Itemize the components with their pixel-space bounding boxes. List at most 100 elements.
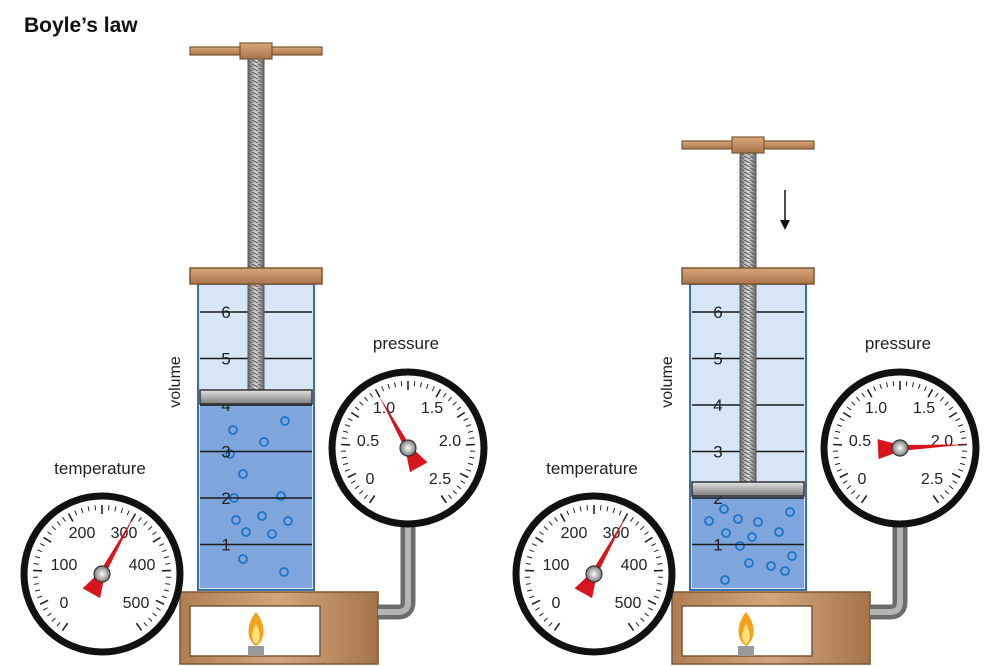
gauge-tick <box>347 472 357 479</box>
gauge-tick <box>529 595 535 599</box>
gas-molecule <box>720 575 730 585</box>
gauge-tick <box>442 392 447 398</box>
right-piston <box>691 481 805 497</box>
gauge-tick <box>61 622 69 631</box>
volume-tick-label: 3 <box>221 443 230 462</box>
gauge-tick <box>644 536 653 543</box>
volume-tick-label: 5 <box>713 350 722 369</box>
gauge-tick <box>529 549 535 553</box>
gauge-tick <box>955 417 961 422</box>
gauge-tick <box>833 456 839 459</box>
gauge-tick <box>531 543 537 547</box>
volume-tick-label: 2 <box>713 489 722 508</box>
gauge-tick <box>51 617 56 622</box>
gauge-tick <box>354 485 360 490</box>
gauge-tick <box>886 382 889 388</box>
gauge-tick <box>539 612 544 617</box>
gas-molecule <box>231 515 241 525</box>
left-pressure-dial-1.5: 1.5 <box>421 400 443 417</box>
left-pressure-dial-0: 0 <box>366 471 375 488</box>
gauge-tick <box>394 382 397 388</box>
gauge-tick <box>846 406 852 411</box>
gauge-tick <box>599 505 602 511</box>
gauge-tick <box>939 396 944 402</box>
right-temp-dial-0: 0 <box>552 595 561 612</box>
right-temp-dial-200: 200 <box>561 525 588 542</box>
gauge-tick <box>467 430 473 433</box>
gauge-tick <box>525 562 531 565</box>
gauge-tick <box>161 549 167 553</box>
volume-tick-label: 1 <box>713 536 722 555</box>
gauge-tick <box>33 562 39 565</box>
gauge-tick <box>87 506 90 512</box>
gauge-tick <box>467 462 474 466</box>
left-temp-dial-400: 400 <box>129 557 156 574</box>
gauge-tick <box>51 526 56 531</box>
left-temp-dial-500: 500 <box>123 595 150 612</box>
gauge-tick <box>469 437 475 440</box>
gauge-tick <box>466 468 472 472</box>
gauge-tick <box>369 392 374 398</box>
gauge-tick <box>618 510 622 516</box>
gas-molecule <box>733 514 743 524</box>
gauge-tick <box>535 536 544 543</box>
gas-molecule <box>787 551 797 561</box>
gauge-hub <box>399 439 417 457</box>
gauge-tick <box>612 508 616 514</box>
page-title: Boyle’s law <box>24 14 138 37</box>
gauge-tick <box>469 456 475 459</box>
left-temperature-gauge: 200 300 100 400 0 500 <box>20 492 184 656</box>
gauge-tick <box>358 490 364 495</box>
gauge-tick <box>856 396 861 402</box>
gauge-tick <box>43 607 48 611</box>
gauge-tick <box>47 612 52 617</box>
gauge-tick <box>344 468 350 472</box>
gauge-tick <box>37 549 43 553</box>
left-pressure-dial-1.0: 1.0 <box>373 400 395 417</box>
gauge-tick <box>426 383 429 389</box>
gauge-tick <box>905 381 908 387</box>
gauge-tick <box>892 381 895 387</box>
gauge-tick <box>47 531 52 536</box>
left-pressure-dial-0.5: 0.5 <box>357 433 379 450</box>
gauge-tick <box>165 583 171 585</box>
gauge-tick <box>948 406 954 411</box>
gauge-tick <box>640 617 645 622</box>
gauge-tick <box>837 424 843 427</box>
gauge-tick <box>836 468 842 472</box>
gauge-tick <box>381 386 385 392</box>
gauge-tick <box>80 508 84 514</box>
gauge-tick <box>156 607 161 611</box>
gauge-tick <box>657 583 663 585</box>
left-temperature-label: temperature <box>54 459 146 478</box>
gauge-tick <box>531 599 541 605</box>
volume-tick-label: 4 <box>713 396 722 415</box>
gauge-tick <box>456 406 462 411</box>
volume-tick-label: 6 <box>713 303 722 322</box>
gauge-tick <box>644 612 649 617</box>
gas-molecule <box>280 416 290 426</box>
gauge-tick <box>350 411 360 418</box>
gauge-tick <box>33 583 39 585</box>
gauge-needle <box>591 514 627 576</box>
gauge-tick <box>961 437 967 440</box>
volume-tick-label: 3 <box>713 443 722 462</box>
gas-molecule <box>238 469 248 479</box>
gauge-tick <box>35 556 41 559</box>
gauge-tick <box>635 622 640 627</box>
gauge-tick <box>37 595 43 599</box>
gauge-tick <box>159 543 165 547</box>
gauge-tick <box>126 510 130 516</box>
gas-molecule <box>283 516 293 526</box>
gauge-tick <box>456 485 462 490</box>
gas-molecule <box>721 528 731 538</box>
right-cylinder-cap <box>681 267 815 285</box>
gauge-hub <box>891 439 909 457</box>
gauge-tick <box>435 389 442 398</box>
gauge-tick <box>539 531 544 536</box>
gauge-tick <box>958 468 964 472</box>
gauge-tick <box>554 517 558 522</box>
gas-molecule <box>719 504 729 514</box>
gauge-tick <box>873 386 877 392</box>
